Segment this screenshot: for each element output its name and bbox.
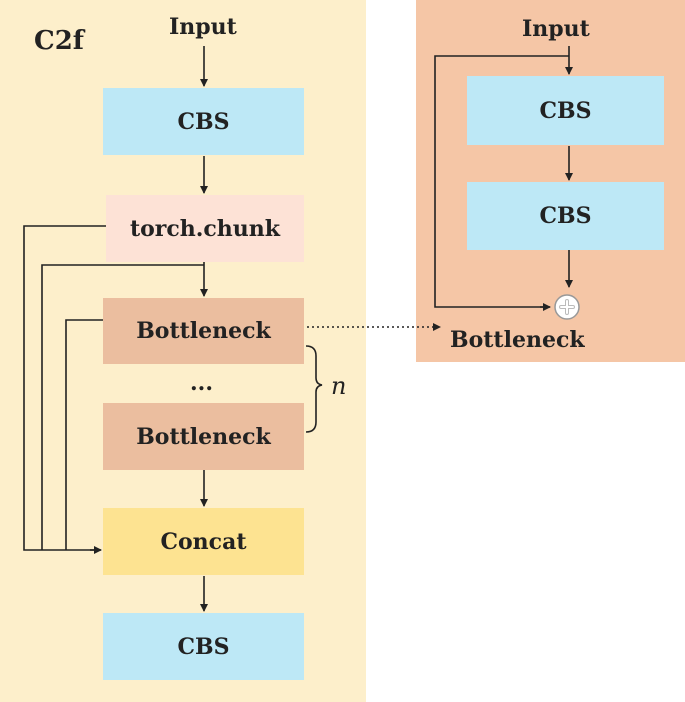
c2f-input-label: Input xyxy=(169,14,237,40)
skip-line-split xyxy=(41,264,204,550)
skip-line-bottleneck xyxy=(65,319,104,550)
add-icon xyxy=(554,294,580,320)
bottleneck-detail-label: Bottleneck xyxy=(450,327,585,353)
concat-box: Concat xyxy=(103,508,304,575)
repeat-brace xyxy=(305,345,323,433)
bottleneck-cbs-box-2: CBS xyxy=(467,182,664,250)
bottleneck-input-label: Input xyxy=(522,16,590,42)
repeat-count-label: n xyxy=(331,372,347,400)
c2f-title: C2f xyxy=(34,26,84,56)
c2f-cbs-bottom-box: CBS xyxy=(103,613,304,680)
bottleneck-cbs-box-1: CBS xyxy=(467,76,664,145)
bottleneck-box-1: Bottleneck xyxy=(103,298,304,364)
skip-line-chunk xyxy=(23,225,106,551)
bottleneck-detail-panel xyxy=(416,0,685,362)
ellipsis-label: ... xyxy=(190,370,213,396)
c2f-cbs-top-box: CBS xyxy=(103,88,304,155)
torch-chunk-box: torch.chunk xyxy=(106,195,304,262)
bottleneck-box-2: Bottleneck xyxy=(103,403,304,470)
residual-line xyxy=(434,55,569,308)
